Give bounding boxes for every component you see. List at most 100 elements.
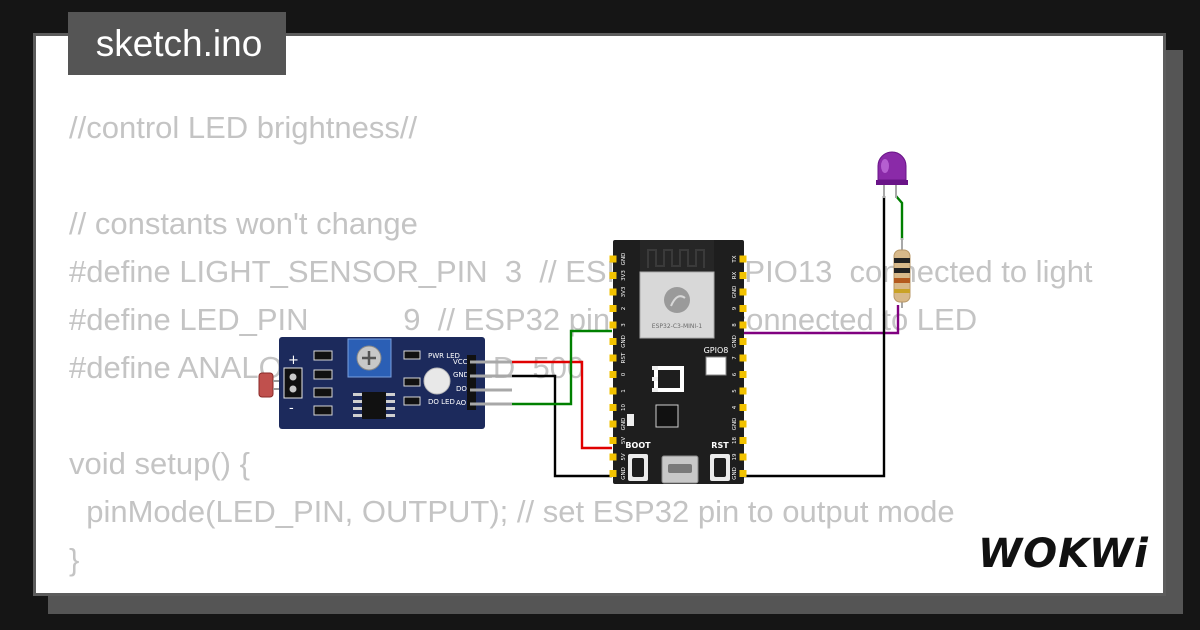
sensor-pin-label: GND [453,371,469,379]
pin-label: GND [732,467,738,480]
smd-components [313,350,421,416]
code-line: void setup() { [69,446,250,481]
pin-pad[interactable] [609,272,617,279]
pin-pad[interactable] [739,305,747,312]
pin-label: 5 [732,389,738,393]
sensor-pins[interactable] [470,360,512,406]
pin-label: RX [732,271,738,279]
pin-pad[interactable] [739,321,747,329]
ldr-photoresistor[interactable] [258,372,274,398]
chip-pins [353,393,395,417]
pin-pad[interactable] [739,387,747,395]
pin-label: 7 [732,356,738,360]
resistor[interactable] [893,238,911,308]
code-line: //control LED brightness// [69,110,418,145]
wire-ao[interactable] [512,329,612,406]
ldr-header [283,367,303,399]
pin-pad[interactable] [739,470,747,477]
antenna [640,240,714,272]
light-sensor-module[interactable]: + - PWR LED DO LED VCC GND [258,337,512,429]
pin-pad[interactable] [609,453,617,461]
wire-gnd[interactable] [512,374,612,478]
wire-led[interactable] [742,305,900,335]
sensor-header [467,355,476,410]
pin-label: 2 [621,307,627,311]
rst-label: RST [711,441,729,450]
pin-label: 3V3 [621,270,627,281]
pin-label: GND [732,418,738,431]
pin-label: GND [621,335,627,348]
gpio8-label: GPIO8 [704,346,729,355]
wire-led-anode[interactable] [895,195,904,240]
pin-pad[interactable] [739,338,747,345]
pin-pad[interactable] [609,470,617,477]
pin-pad[interactable] [739,288,747,296]
pin-label: 6 [732,372,738,376]
pin-label: RST [621,352,627,363]
plus-label: + [288,353,299,368]
pin-pad[interactable] [609,305,617,312]
pin-pad[interactable] [609,354,617,362]
pin-label: GND [732,286,738,299]
pin-label: GND [732,335,738,348]
boot-label: BOOT [625,441,651,450]
pin-pad[interactable] [609,371,617,378]
pin-pad[interactable] [739,453,747,461]
esp32-c3-board[interactable]: ESP32-C3-MINI-1 GPIO8 BOOT RST GND 3V3 3V3… [609,240,747,484]
pin-label: GND [621,418,627,431]
pin-pad[interactable] [609,387,617,395]
rgb-led [705,356,727,376]
sketch-filename-tab[interactable]: sketch.ino [68,12,286,75]
pwr-led [423,367,451,395]
wire-vcc[interactable] [512,360,612,450]
pin-pad[interactable] [609,404,617,411]
pin-label: 0 [621,372,627,376]
pin-label: 1 [621,389,627,393]
pin-label: GND [621,253,627,266]
code-line: // constants won't change [69,206,418,241]
wokwi-logo-text: WOKWi [978,531,1149,577]
minus-label: - [289,401,294,416]
pwr-led-label: PWR LED [428,352,460,360]
pin-pad[interactable] [609,338,617,345]
header-pin [289,385,297,393]
comparator-chip [362,392,386,419]
wire-led-gnd[interactable] [742,196,886,478]
pin-label: GND [621,467,627,480]
pin-pad[interactable] [739,420,747,428]
code-line: } [69,542,80,577]
pin-pad[interactable] [739,371,747,378]
pin-pad[interactable] [739,354,747,362]
pin-label: 5V [621,437,627,444]
pin-pad[interactable] [609,288,617,296]
pin-label: 3V3 [621,286,627,297]
pin-label: 4 [732,405,738,409]
smd-led [627,414,634,426]
purple-led[interactable] [876,151,908,198]
sensor-pin-label: VCC [453,358,468,366]
pin-label: 10 [621,404,627,411]
code-line: pinMode(LED_PIN, OUTPUT); // set ESP32 p… [69,494,955,529]
pin-pad[interactable] [609,255,617,263]
pin-pad[interactable] [609,437,617,444]
pin-pad[interactable] [739,272,747,279]
do-led-label: DO LED [428,398,455,406]
wokwi-logo[interactable]: WOKWi [974,527,1150,577]
pin-label: 8 [732,323,738,327]
pin-pad[interactable] [739,437,747,444]
project-card[interactable]: //control LED brightness// // constants w… [33,33,1166,596]
module-label: ESP32-C3-MINI-1 [652,323,703,330]
pin-pad[interactable] [609,420,617,428]
sensor-pin-label: AO [456,399,467,407]
header-pin [289,373,297,381]
pin-label: 3 [621,323,627,327]
pin-label: 9 [732,306,738,310]
pin-pad[interactable] [739,404,747,411]
sensor-pin-label: DO [456,385,467,393]
pin-pad[interactable] [609,321,617,329]
wires [512,195,904,478]
pin-pad[interactable] [739,255,747,263]
